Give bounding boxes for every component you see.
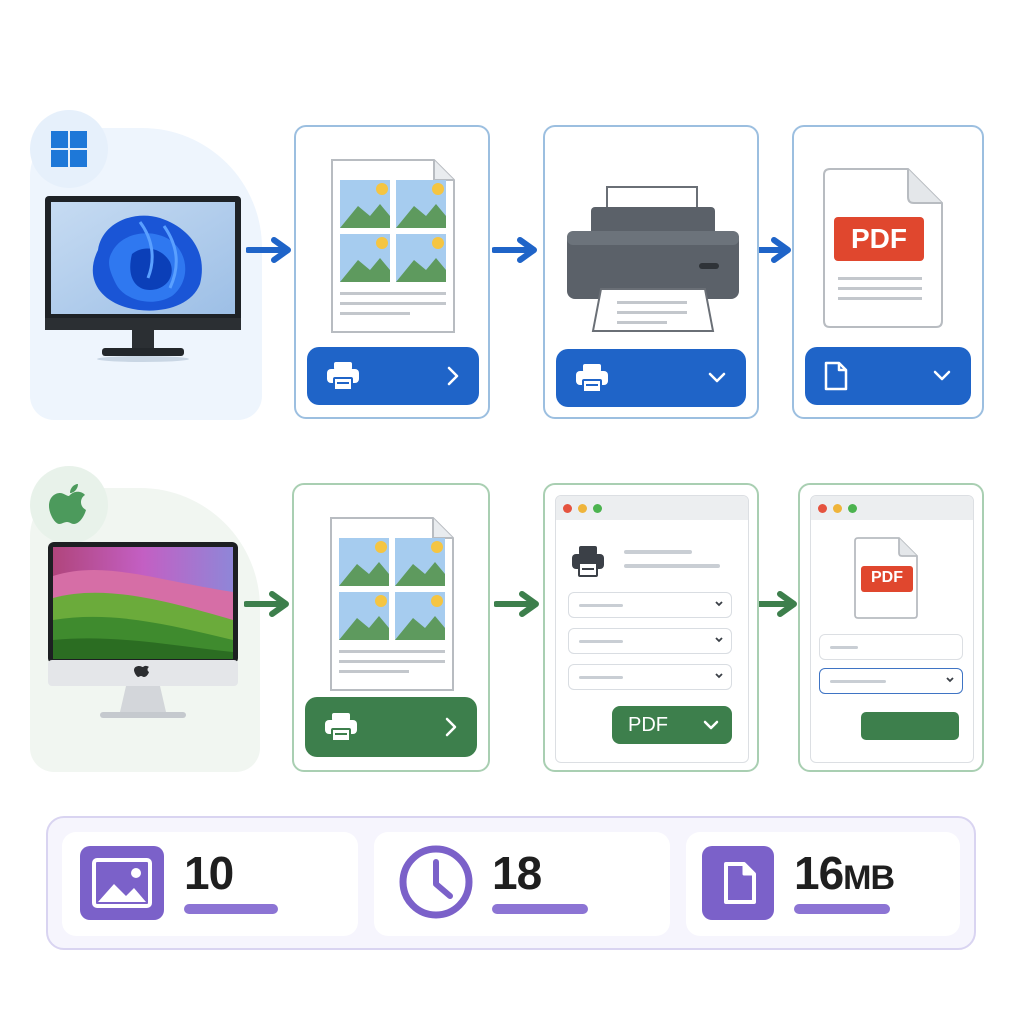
photo-document-icon — [331, 159, 455, 333]
chevron-down-icon — [715, 601, 723, 607]
stat-bar — [184, 904, 278, 914]
image-icon — [92, 858, 152, 908]
save-button[interactable] — [861, 712, 959, 740]
window-zoom-button[interactable] — [593, 504, 602, 513]
windows-printer-select[interactable] — [556, 349, 746, 407]
chevron-right-icon — [447, 366, 459, 386]
stat-bar — [794, 904, 890, 914]
print-option-dropdown[interactable] — [568, 628, 732, 654]
windows-desktop-monitor — [45, 196, 241, 362]
printer-name-placeholder — [624, 550, 692, 554]
windows-printer-card — [543, 125, 759, 419]
printer-illustration-icon — [567, 186, 739, 332]
window-titlebar — [811, 496, 973, 520]
printer-icon — [327, 362, 359, 391]
flow-arrow — [752, 591, 797, 617]
document-icon — [824, 361, 848, 391]
mac-photos-card — [292, 483, 490, 772]
stat-bar — [492, 904, 588, 914]
printer-icon — [572, 546, 604, 577]
pdf-menu-label: PDF — [628, 713, 668, 736]
flow-arrow — [492, 237, 537, 263]
stat-card-time: 18 — [374, 832, 670, 936]
stat-card-images: 10 — [62, 832, 358, 936]
stat-value: 16MB — [794, 846, 895, 900]
stat-card-filesize: 16MB — [686, 832, 960, 936]
stat-value: 18 — [492, 847, 542, 899]
window-close-button[interactable] — [563, 504, 572, 513]
flow-arrow — [494, 591, 539, 617]
photo-document-icon — [330, 517, 454, 691]
print-option-dropdown[interactable] — [568, 592, 732, 618]
chevron-down-icon — [933, 370, 951, 381]
stat-value: 10 — [184, 847, 234, 899]
image-icon-tile — [80, 846, 164, 920]
apple-logo-badge — [30, 466, 108, 544]
mac-print-button[interactable] — [305, 697, 477, 757]
document-icon-tile — [702, 846, 774, 920]
flow-arrow — [244, 591, 289, 617]
apple-logo-icon — [49, 484, 86, 524]
mac-save-dialog-card: PDF — [798, 483, 984, 772]
window-minimize-button[interactable] — [833, 504, 842, 513]
chevron-down-icon — [715, 673, 723, 679]
chevron-down-icon — [703, 720, 719, 730]
pdf-file-icon — [823, 168, 943, 328]
document-icon — [724, 862, 756, 904]
pdf-file-icon — [854, 537, 918, 619]
save-dialog-window: PDF — [810, 495, 974, 763]
printer-icon — [325, 713, 357, 742]
windows-logo-icon — [51, 131, 87, 167]
chevron-down-icon — [715, 637, 723, 643]
clock-icon — [399, 845, 473, 919]
windows-save-format-select[interactable] — [805, 347, 971, 405]
save-location-dropdown[interactable] — [819, 668, 963, 694]
print-dialog-window: PDF — [555, 495, 749, 763]
print-option-dropdown[interactable] — [568, 664, 732, 690]
window-zoom-button[interactable] — [848, 504, 857, 513]
pdf-label: PDF — [851, 223, 907, 254]
windows-logo-badge — [30, 110, 108, 188]
mac-print-dialog-card: PDF — [543, 483, 759, 772]
stat-unit: MB — [843, 859, 895, 897]
printer-status-placeholder — [624, 564, 720, 568]
chevron-down-icon — [946, 677, 954, 683]
chevron-down-icon — [708, 372, 726, 383]
printer-icon — [576, 364, 608, 393]
pdf-label: PDF — [871, 569, 903, 586]
photo-thumbnail — [340, 180, 390, 228]
windows-photos-card — [294, 125, 490, 419]
filename-field[interactable] — [819, 634, 963, 660]
stat-number: 16 — [794, 847, 844, 899]
window-minimize-button[interactable] — [578, 504, 587, 513]
flow-arrow — [246, 237, 291, 263]
window-titlebar — [556, 496, 748, 520]
windows-pdf-card: PDF — [792, 125, 984, 419]
windows-print-button[interactable] — [307, 347, 479, 405]
chevron-right-icon — [445, 717, 457, 737]
window-close-button[interactable] — [818, 504, 827, 513]
pdf-menu-button[interactable]: PDF — [612, 706, 732, 744]
mac-desktop-monitor — [48, 542, 238, 718]
